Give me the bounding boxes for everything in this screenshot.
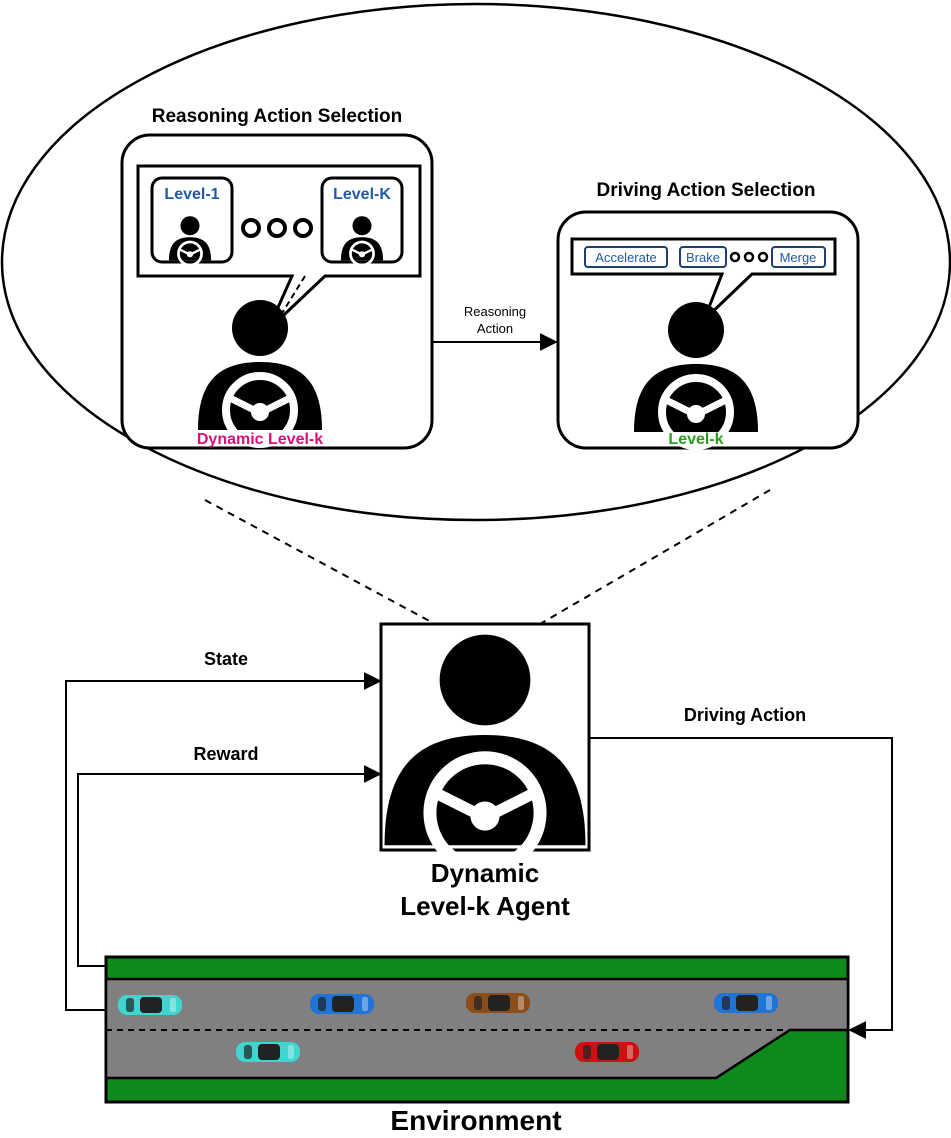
environment-label: Environment bbox=[390, 1105, 561, 1136]
reasoning-panel-title: Reasoning Action Selection bbox=[152, 106, 403, 127]
accelerate-action-label: Accelerate bbox=[595, 250, 656, 265]
driving-panel-title: Driving Action Selection bbox=[597, 180, 816, 201]
car-icon-cyan-2 bbox=[236, 1042, 300, 1062]
action-ellipsis-dots-icon bbox=[729, 251, 769, 263]
brake-action-box bbox=[679, 246, 727, 268]
merge-action-label: Merge bbox=[780, 250, 817, 265]
car-icon-brown bbox=[466, 993, 530, 1013]
ellipsis-dots-icon bbox=[241, 218, 313, 238]
agent-label-line2: Level-k Agent bbox=[400, 891, 570, 921]
zoom-line-left bbox=[204, 499, 436, 625]
reward-label: Reward bbox=[193, 744, 258, 764]
agent-label-line1: Dynamic bbox=[431, 858, 539, 888]
environment-road bbox=[104, 955, 850, 1104]
state-arrow bbox=[65, 672, 382, 1011]
merge-action-box bbox=[771, 246, 826, 268]
accelerate-action-box bbox=[584, 246, 668, 268]
driving-action-arrow bbox=[589, 737, 893, 1039]
reasoning-action-label-2: Action bbox=[477, 321, 513, 336]
level-one-label: Level-1 bbox=[164, 186, 219, 203]
car-icon-blue-2 bbox=[714, 993, 778, 1013]
reward-arrow bbox=[77, 765, 382, 967]
zoom-line-right bbox=[539, 489, 771, 625]
brake-action-label: Brake bbox=[686, 250, 720, 265]
state-label: State bbox=[204, 649, 248, 669]
reasoning-action-label-1: Reasoning bbox=[464, 304, 526, 319]
level-k-label: Level-K bbox=[333, 186, 391, 203]
driving-action-label: Driving Action bbox=[684, 705, 806, 725]
dynamic-level-k-label: Dynamic Level-k bbox=[197, 431, 323, 448]
car-icon-red bbox=[575, 1042, 639, 1062]
car-icon-cyan-1 bbox=[118, 995, 182, 1015]
level-k-agent-label: Level-k bbox=[668, 431, 723, 448]
car-icon-blue-1 bbox=[310, 994, 374, 1014]
